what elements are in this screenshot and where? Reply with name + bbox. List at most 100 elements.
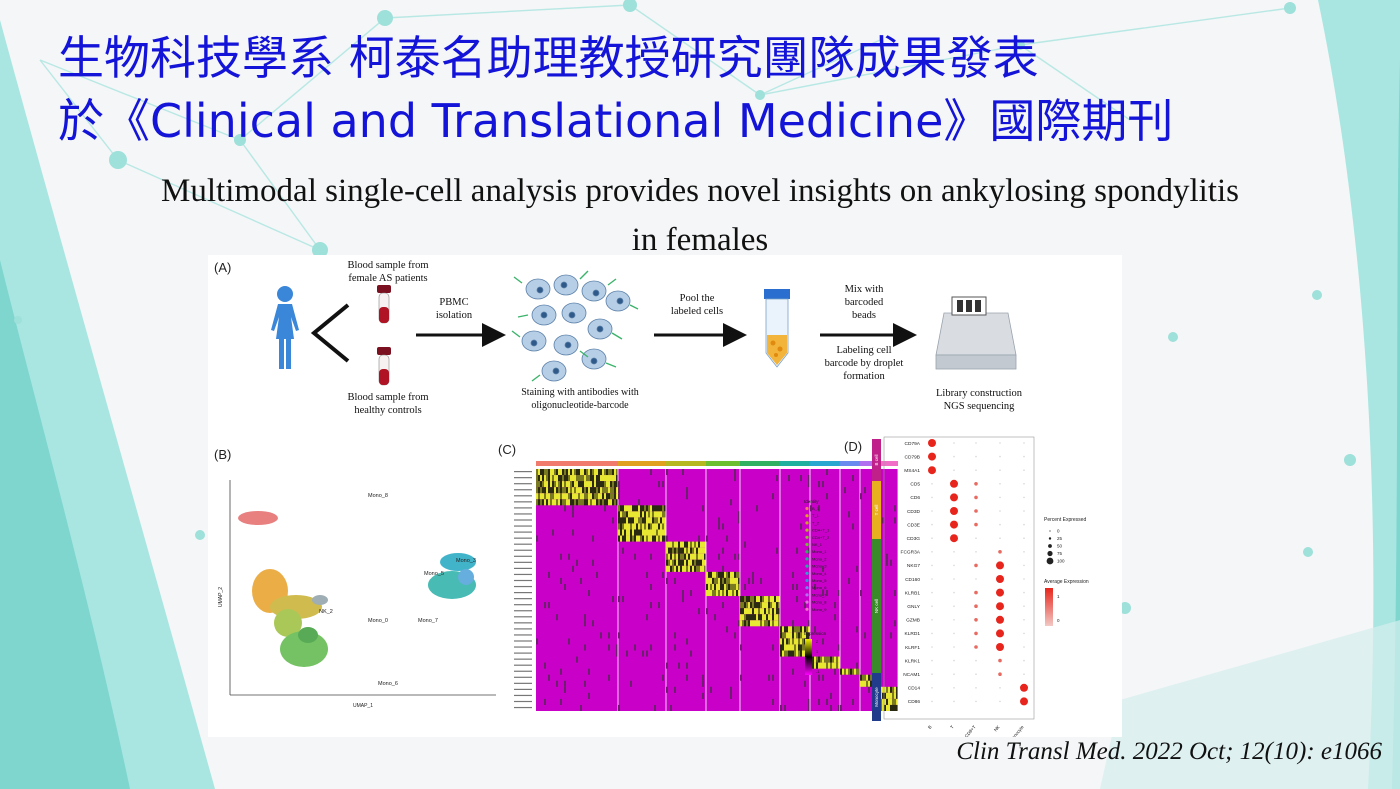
heatmap-cell	[776, 547, 778, 554]
heatmap-cell	[664, 511, 666, 518]
mix-label-3: beads	[852, 310, 876, 321]
heatmap-cell	[568, 469, 570, 476]
cluster-label: NK_2	[319, 609, 333, 615]
heatmap-cell	[586, 475, 588, 482]
heatmap-cell	[868, 680, 870, 687]
gene-label: GNLY	[907, 604, 921, 610]
heatmap-cell	[738, 620, 740, 627]
gene-label-mark	[514, 519, 532, 521]
heatmap-cell	[766, 596, 768, 603]
heatmap-cell	[832, 662, 834, 669]
panel-b: (B) UMAP_2 UMAP_1 Mono_8 Mono_3 Mono_6 N…	[214, 447, 496, 709]
heatmap-cell	[730, 590, 732, 597]
heatmap-cell	[666, 547, 668, 554]
heatmap-cell	[862, 674, 864, 681]
heatmap-cell	[822, 674, 824, 681]
legend-swatch	[805, 600, 809, 604]
heatmap-cell	[572, 469, 574, 476]
heatmap-cell	[664, 505, 666, 512]
heatmap-cell	[562, 499, 564, 506]
dot-plot-frame	[883, 436, 1035, 720]
heatmap-cell	[790, 626, 792, 633]
heatmap-cell	[674, 632, 676, 639]
heatmap-cell	[634, 505, 636, 512]
heatmap-cell	[600, 493, 602, 500]
heatmap-cell	[762, 620, 764, 627]
heatmap-cell	[620, 529, 622, 536]
scale-tick: 1	[816, 649, 819, 654]
heatmap-cell	[678, 547, 680, 554]
heatmap-cell	[762, 596, 764, 603]
category-label: CD8+T	[964, 724, 977, 737]
heatmap-cell	[882, 692, 884, 699]
heatmap-cell	[594, 475, 596, 482]
heatmap-cell	[808, 547, 810, 554]
heatmap-cell	[896, 692, 898, 699]
heatmap-cell	[582, 475, 584, 482]
heatmap-cell	[750, 596, 752, 603]
heatmap-cell	[640, 511, 642, 518]
heatmap-cell	[796, 626, 798, 633]
size-legend-label: 75	[1057, 551, 1063, 556]
heatmap-cell	[620, 505, 622, 512]
expression-dot	[953, 619, 955, 621]
expression-dot	[931, 578, 933, 580]
heatmap-cell	[738, 517, 740, 524]
heatmap-cell	[794, 638, 796, 645]
heatmap-cell	[696, 565, 698, 572]
heatmap-cell	[662, 511, 664, 518]
heatmap-cell	[702, 565, 704, 572]
heatmap-cell	[648, 523, 650, 530]
expression-dot	[975, 455, 977, 458]
heatmap-cell	[632, 529, 634, 536]
heatmap-cell	[722, 565, 724, 572]
expression-dot	[931, 659, 933, 662]
heatmap-cell	[536, 475, 538, 482]
heatmap-cell	[722, 547, 724, 554]
heatmap-cell	[664, 535, 666, 542]
gene-label-mark	[514, 525, 532, 527]
size-legend-dot	[1048, 544, 1052, 548]
heatmap-cell	[638, 511, 640, 518]
heatmap-cell	[630, 517, 632, 524]
heatmap-cell	[602, 493, 604, 500]
heatmap-cell	[644, 517, 646, 524]
heatmap-cell	[768, 614, 770, 621]
heatmap-cell	[822, 481, 824, 488]
expression-dot	[931, 483, 933, 485]
heatmap-cell	[624, 511, 626, 518]
heatmap-cell	[780, 626, 782, 633]
heatmap-cell	[698, 559, 700, 566]
expression-dot	[953, 659, 955, 662]
heatmap-cell	[576, 481, 578, 488]
heatmap-cell	[740, 620, 742, 627]
gene-label: FCGR3A	[901, 550, 921, 556]
heatmap-cell	[572, 511, 574, 518]
heatmap-cell	[718, 523, 720, 530]
expression-dot	[1023, 619, 1025, 621]
gene-label: CD14	[908, 686, 921, 692]
heatmap-cell	[600, 499, 602, 506]
legend-swatch	[805, 593, 809, 597]
heatmap-cell	[610, 487, 612, 494]
heatmap-cell	[664, 529, 666, 536]
heatmap-cell	[808, 698, 810, 705]
heatmap-cell	[756, 602, 758, 609]
heatmap-cell	[680, 547, 682, 554]
heatmap-cell	[618, 529, 620, 536]
heatmap-cell	[774, 620, 776, 627]
heatmap-cell	[702, 692, 704, 699]
gene-label-mark	[514, 567, 532, 569]
blood-tube-icon	[377, 285, 391, 324]
heatmap-cell	[536, 487, 538, 494]
heatmap-cell	[726, 571, 728, 578]
expression-dot	[1023, 537, 1025, 539]
heatmap-cell	[784, 632, 786, 639]
heatmap-cell	[742, 608, 744, 615]
heatmap-cell	[690, 565, 692, 572]
heatmap-cell	[834, 662, 836, 669]
heatmap-cell	[668, 553, 670, 560]
heatmap-cell	[764, 608, 766, 615]
heatmap-cell	[644, 529, 646, 536]
heatmap-cell	[588, 692, 590, 699]
